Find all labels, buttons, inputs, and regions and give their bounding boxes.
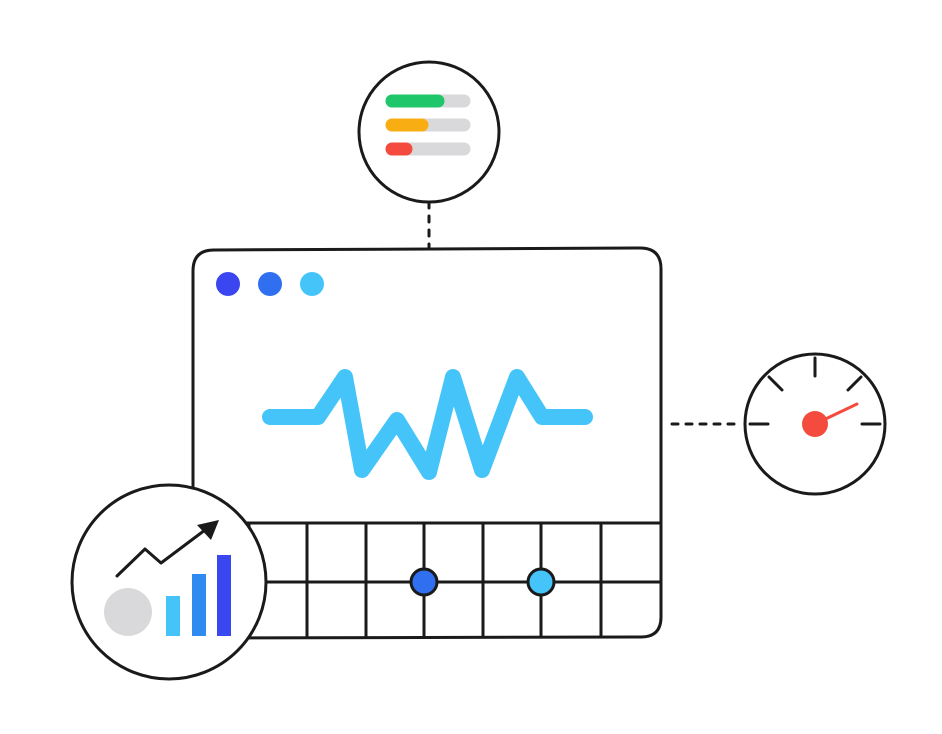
chart-bar-1	[166, 596, 180, 636]
grid-marker-blue	[409, 567, 439, 597]
grid-marker-light-blue	[526, 567, 556, 597]
trend-line	[115, 528, 207, 578]
chart-badge-circle	[70, 483, 268, 681]
browser-grid	[193, 521, 661, 638]
window-dot-2	[258, 272, 282, 296]
gauge-ticks	[748, 356, 882, 426]
status-badge-circle	[357, 60, 501, 204]
window-dot-1	[216, 272, 240, 296]
status-bars-icon	[357, 60, 501, 204]
chart-bar-2	[192, 574, 206, 636]
heartbeat-waveform-icon	[262, 369, 593, 480]
gauge-hub	[802, 411, 828, 437]
trend-arrow-head	[197, 520, 219, 540]
chart-gray-circle	[104, 588, 152, 636]
growth-chart-icon	[70, 483, 268, 681]
window-dot-3	[300, 272, 324, 296]
browser-window-frame	[191, 246, 663, 640]
speedometer-icon	[743, 352, 887, 496]
connector-lines	[427, 200, 744, 426]
browser-window-icon	[191, 246, 663, 640]
chart-bar-3	[217, 555, 231, 636]
